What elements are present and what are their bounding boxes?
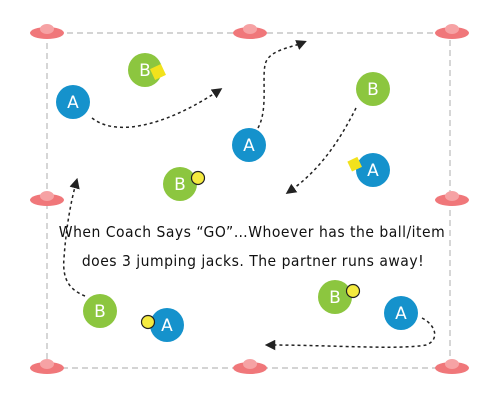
player-label: B [174,175,186,195]
cone-top-left [30,24,64,39]
player-a-bottom: A [140,308,184,342]
player-label: A [161,316,173,336]
instruction-line-1: When Coach Says “GO”…Whoever has the bal… [59,223,445,241]
path-a-center [257,40,307,129]
item-square [150,64,166,80]
player-b-middle: B [163,167,206,201]
ball-icon [345,283,361,299]
item-square [347,156,362,172]
cone-top-right [435,24,469,39]
player-a-bottomright: A [384,296,418,330]
cone-bottom-middle [233,359,267,374]
cone-middle-right [435,191,469,206]
cone-middle-left [30,191,64,206]
player-a-right: A [347,153,390,187]
player-a-left: A [56,85,90,119]
player-label: B [367,80,379,100]
instruction-line-2: does 3 jumping jacks. The partner runs a… [82,252,424,270]
player-b-bottomright: B [318,280,361,314]
ball-icon [190,170,206,186]
player-label: A [243,136,255,156]
player-b-bottomleft: B [83,294,117,328]
player-label: B [329,288,341,308]
path-b-bottomleft [62,177,86,297]
player-b-topright: B [356,72,390,106]
player-label: B [94,302,106,322]
cone-top-middle [233,24,267,39]
player-b-top: B [128,53,166,87]
path-a-left [91,88,223,129]
ball-icon [140,314,156,330]
player-label: A [67,93,79,113]
cones [30,24,469,374]
path-b-topright [285,107,357,195]
player-label: A [395,304,407,324]
cone-bottom-right [435,359,469,374]
player-a-center: A [232,128,266,162]
movement-paths [62,40,436,351]
player-label: A [367,161,379,181]
cone-bottom-left [30,359,64,374]
player-label: B [139,61,151,81]
